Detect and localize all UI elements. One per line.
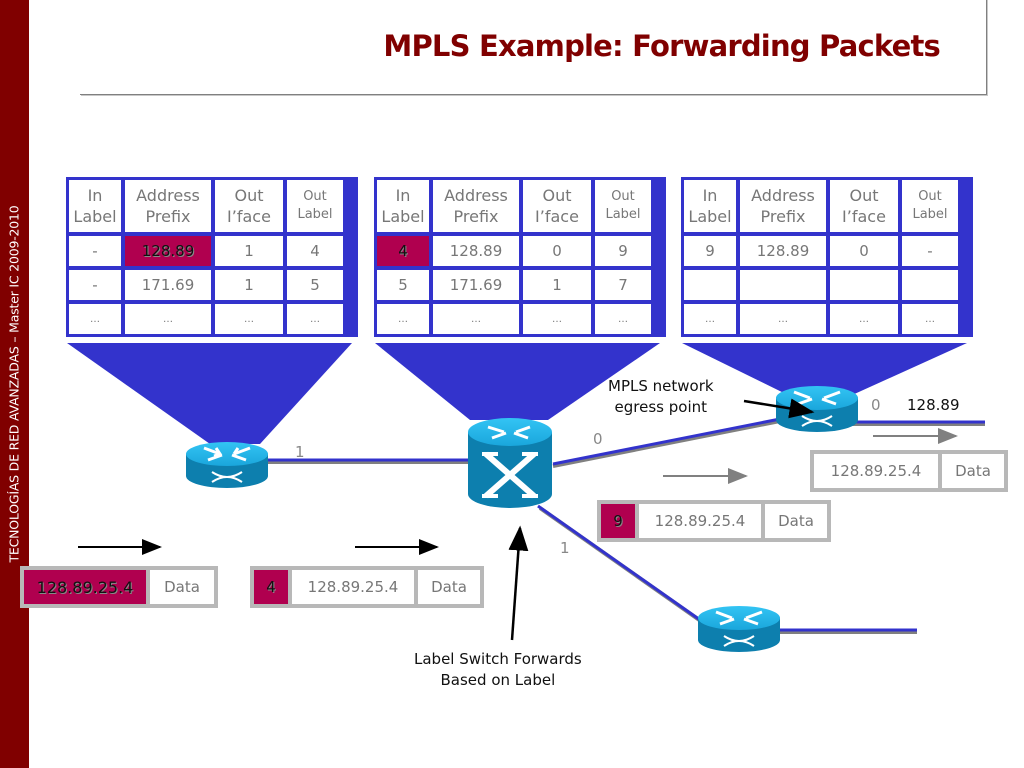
cell xyxy=(830,270,898,300)
table-row: … … … … xyxy=(377,304,651,334)
packet-label-highlighted: 4 xyxy=(254,570,288,604)
cell xyxy=(902,270,958,300)
label-switch-router-icon[interactable] xyxy=(468,418,552,508)
network-links xyxy=(262,416,985,634)
packet-unlabeled-ingress: 128.89.25.4 Data xyxy=(20,566,218,608)
cell: 128.89 xyxy=(433,236,519,266)
egress-pointer-arrow xyxy=(743,398,815,419)
cell: 171.69 xyxy=(125,270,211,300)
cell: … xyxy=(287,304,343,334)
packet-data: Data xyxy=(418,570,480,604)
port-label-ingress-1: 1 xyxy=(295,443,305,461)
cell: … xyxy=(433,304,519,334)
switch-pointer-arrow xyxy=(508,525,529,641)
packet-address-highlighted: 128.89.25.4 xyxy=(24,570,146,604)
packet-unlabeled-egress: 128.89.25.4 Data xyxy=(810,450,1008,492)
cell: … xyxy=(523,304,591,334)
cell: - xyxy=(69,236,121,266)
lfib-funnel-core xyxy=(375,343,660,420)
downstream-router-icon[interactable] xyxy=(698,606,780,652)
port-label-egress-0: 0 xyxy=(871,396,881,414)
table-row: 9 128.89 0 - xyxy=(684,236,958,266)
cell: … xyxy=(902,304,958,334)
cell: … xyxy=(740,304,826,334)
cell-highlighted: 4 xyxy=(377,236,429,266)
cell: … xyxy=(69,304,121,334)
link-core-egress xyxy=(552,418,786,468)
table-row: 5 171.69 1 7 xyxy=(377,270,651,300)
packet-data: Data xyxy=(150,570,214,604)
lfib-funnel-ingress xyxy=(67,343,352,444)
cell: - xyxy=(69,270,121,300)
table-row: - 128.89 1 4 xyxy=(69,236,343,266)
egress-prefix-label: 128.89 xyxy=(907,396,960,414)
cell: … xyxy=(684,304,736,334)
cell: … xyxy=(125,304,211,334)
packet-label-4: 4 128.89.25.4 Data xyxy=(250,566,484,608)
cell xyxy=(740,270,826,300)
table-row: 4 128.89 0 9 xyxy=(377,236,651,266)
cell: 1 xyxy=(523,270,591,300)
cell: 0 xyxy=(523,236,591,266)
cell: 128.89 xyxy=(740,236,826,266)
packet-address: 128.89.25.4 xyxy=(292,570,414,604)
table-row: - 171.69 1 5 xyxy=(69,270,343,300)
cell: … xyxy=(377,304,429,334)
cell: 0 xyxy=(830,236,898,266)
table-row xyxy=(684,270,958,300)
lfib-funnel-egress xyxy=(682,343,967,396)
cell: … xyxy=(595,304,651,334)
cell: 9 xyxy=(684,236,736,266)
port-label-core-1: 1 xyxy=(560,539,570,557)
table-row: … … … … xyxy=(684,304,958,334)
packet-label-9: 9 128.89.25.4 Data xyxy=(597,500,831,542)
packet-data: Data xyxy=(942,454,1004,488)
title-frame: MPLS Example: Forwarding Packets xyxy=(80,0,987,95)
cell: 7 xyxy=(595,270,651,300)
slide-title: MPLS Example: Forwarding Packets xyxy=(383,29,940,63)
sidebar-band: TECNOLOGÍAS DE RED AVANZADAS – Master IC… xyxy=(0,0,29,768)
port-label-core-0: 0 xyxy=(593,430,603,448)
table-row: … … … … xyxy=(69,304,343,334)
packet-address: 128.89.25.4 xyxy=(814,454,938,488)
cell: 5 xyxy=(377,270,429,300)
router-icon[interactable] xyxy=(186,442,268,488)
cell: 1 xyxy=(215,236,283,266)
cell: … xyxy=(830,304,898,334)
packet-address: 128.89.25.4 xyxy=(639,504,761,538)
cell xyxy=(684,270,736,300)
cell-highlighted: 128.89 xyxy=(125,236,211,266)
packet-label-highlighted: 9 xyxy=(601,504,635,538)
cell: - xyxy=(902,236,958,266)
cell: … xyxy=(215,304,283,334)
packet-data: Data xyxy=(765,504,827,538)
cell: 5 xyxy=(287,270,343,300)
cell: 1 xyxy=(215,270,283,300)
cell: 4 xyxy=(287,236,343,266)
cell: 9 xyxy=(595,236,651,266)
cell: 171.69 xyxy=(433,270,519,300)
